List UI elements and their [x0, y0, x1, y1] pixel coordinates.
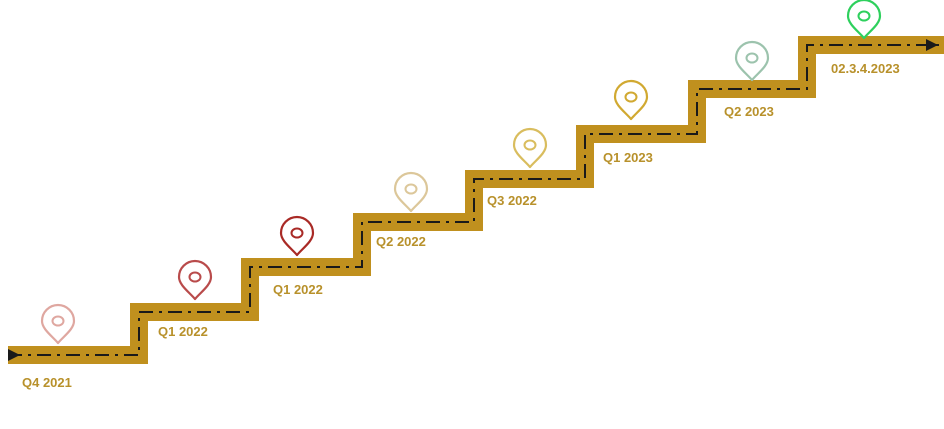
stair-dash-line [8, 44, 944, 356]
map-pin-icon [846, 0, 882, 40]
map-pin-icon [279, 215, 315, 257]
map-pin-hole [857, 10, 871, 22]
start-arrow-icon [8, 349, 20, 361]
milestone-label-8: 02.3.4.2023 [831, 61, 900, 76]
map-pin-icon [512, 127, 548, 169]
map-pin-icon [734, 40, 770, 82]
map-pin-hole [624, 91, 638, 103]
map-pin-icon [177, 259, 213, 301]
map-pin-hole [188, 271, 202, 283]
milestone-label-1: Q4 2021 [22, 375, 72, 390]
milestone-label-6: Q1 2023 [603, 150, 653, 165]
map-pin-hole [404, 183, 418, 195]
milestone-label-5: Q3 2022 [487, 193, 537, 208]
stair-band [8, 36, 944, 364]
map-pin-icon [613, 79, 649, 121]
map-pin-hole [51, 315, 65, 327]
map-pin-hole [523, 139, 537, 151]
map-pin-hole [290, 227, 304, 239]
milestone-label-4: Q2 2022 [376, 234, 426, 249]
end-arrow-icon [926, 39, 938, 51]
milestone-label-7: Q2 2023 [724, 104, 774, 119]
map-pin-hole [745, 52, 759, 64]
map-pin-icon [393, 171, 429, 213]
milestone-label-2: Q1 2022 [158, 324, 208, 339]
map-pin-icon [40, 303, 76, 345]
milestone-label-3: Q1 2022 [273, 282, 323, 297]
